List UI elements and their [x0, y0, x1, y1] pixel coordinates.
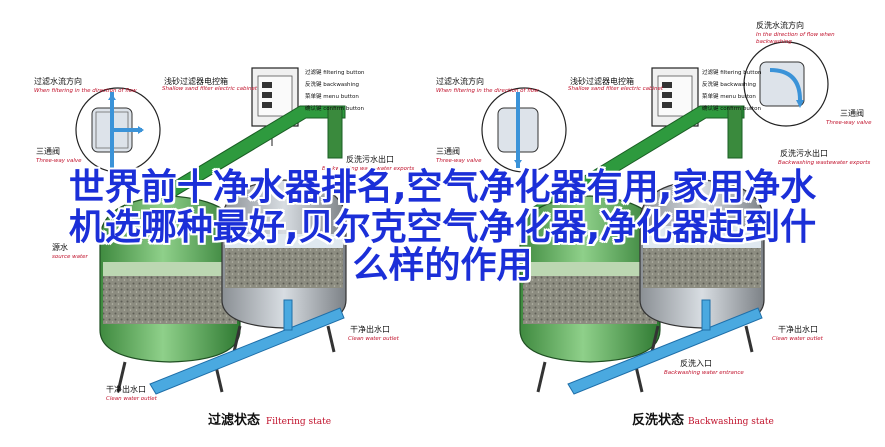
left-filtering-panel: 过滤水流方向 When filtering in the direction o… [34, 67, 414, 428]
clean-outlet-cn: 干净出水口 [350, 324, 390, 334]
filter-direction-cn-right: 过滤水流方向 [436, 76, 484, 86]
valve-detail-left [75, 87, 161, 173]
backwashing-state-en: Backwashing state [688, 417, 774, 427]
tank-left-2 [221, 179, 347, 353]
cabinet-cn-right: 浅砂过滤器电控箱 [570, 76, 634, 86]
wastewater-export-en-right: Backwashing wastewater exports [778, 160, 870, 166]
source-water-en: source water [52, 254, 89, 260]
backwash-direction-en1: In the direction of flow when [756, 32, 835, 38]
valve-detail-right-left [481, 87, 567, 173]
filter-direction-cn: 过滤水流方向 [34, 76, 82, 86]
cabinet-cn: 浅砂过滤器电控箱 [164, 76, 228, 86]
confirm-button-label: 确认键 confirm button [305, 104, 365, 112]
filtering-button-label-right: 过滤键 filtering button [702, 68, 762, 76]
filtering-state-cn: 过滤状态 [208, 412, 260, 428]
threeway-valve-cn: 三通阀 [36, 146, 60, 156]
source-water-cn: 源水 [52, 242, 68, 252]
wastewater-export-cn: 反洗污水出口 [346, 154, 394, 164]
wastewater-pipe-right [727, 105, 743, 159]
filtering-state-en: Filtering state [266, 417, 331, 427]
backwash-pipe-right [567, 307, 763, 395]
clean-outlet-en-right: Clean water outlet [772, 336, 824, 342]
filter-direction-en-right: When filtering in the direction of flow [436, 88, 539, 94]
headline-line-3: 么样的作用 [352, 245, 533, 286]
wastewater-export-en: Backwashing wastewater exports [322, 166, 414, 172]
backwash-riser-right [701, 299, 711, 331]
clean-outlet-en: Clean water outlet [348, 336, 400, 342]
confirm-button-label-right: 确认键 confirm button [702, 104, 762, 112]
backwash-direction-cn: 反洗水流方向 [756, 20, 804, 30]
filter-direction-en: When filtering in the direction of flow [34, 88, 137, 94]
tank-left-1 [99, 195, 241, 393]
threeway-valve2-cn-right: 三通阀 [840, 108, 864, 118]
wastewater-export-cn-right: 反洗污水出口 [780, 148, 828, 158]
menu-button-label-right: 菜单键 menu button [702, 92, 756, 100]
filtering-button-label: 过滤键 filtering button [305, 68, 365, 76]
tank-right-1 [519, 195, 661, 393]
clean-riser-left [283, 299, 293, 331]
backwash-entrance-cn: 反洗入口 [680, 358, 712, 368]
threeway-valve-en: Three-way valve [36, 158, 82, 164]
threeway-valve2-en-right: Three-way valve [826, 120, 872, 126]
tank-right-2 [639, 179, 765, 353]
valve-detail-right-top [743, 41, 829, 127]
clean-outlet2-cn: 干净出水口 [106, 384, 146, 394]
clean-pipe-left [149, 307, 345, 395]
backwashing-state-cn: 反洗状态 [632, 412, 684, 428]
threeway-valve-en-right: Three-way valve [436, 158, 482, 164]
cabinet-en: Shallow sand filter electric cabinet [162, 86, 258, 92]
headline-line-1: 世界前十净水器排名,空气净化器有用,家用净水 [68, 167, 817, 208]
electric-cabinet-right [651, 67, 699, 127]
wastewater-pipe-left [327, 105, 343, 159]
menu-button-label: 菜单键 menu button [305, 92, 359, 100]
threeway-valve-cn-right: 三通阀 [436, 146, 460, 156]
backwash-entrance-en: Backwashing water entrance [664, 370, 744, 376]
clean-outlet2-en: Clean water outlet [106, 396, 158, 402]
cabinet-en-right: Shallow sand filter electric cabinet [568, 86, 664, 92]
backwashing-button-label: 反洗键 backwashing [305, 80, 359, 88]
backwash-direction-en2: backwashing [756, 39, 792, 45]
right-backwashing-panel: 反洗水流方向 In the direction of flow when bac… [436, 20, 872, 428]
clean-outlet-cn-right: 干净出水口 [778, 324, 818, 334]
headline-line-2: 机选哪种最好,贝尔克空气净化器,净化器起到什 [68, 207, 817, 248]
backwashing-button-label-right: 反洗键 backwashing [702, 80, 756, 88]
